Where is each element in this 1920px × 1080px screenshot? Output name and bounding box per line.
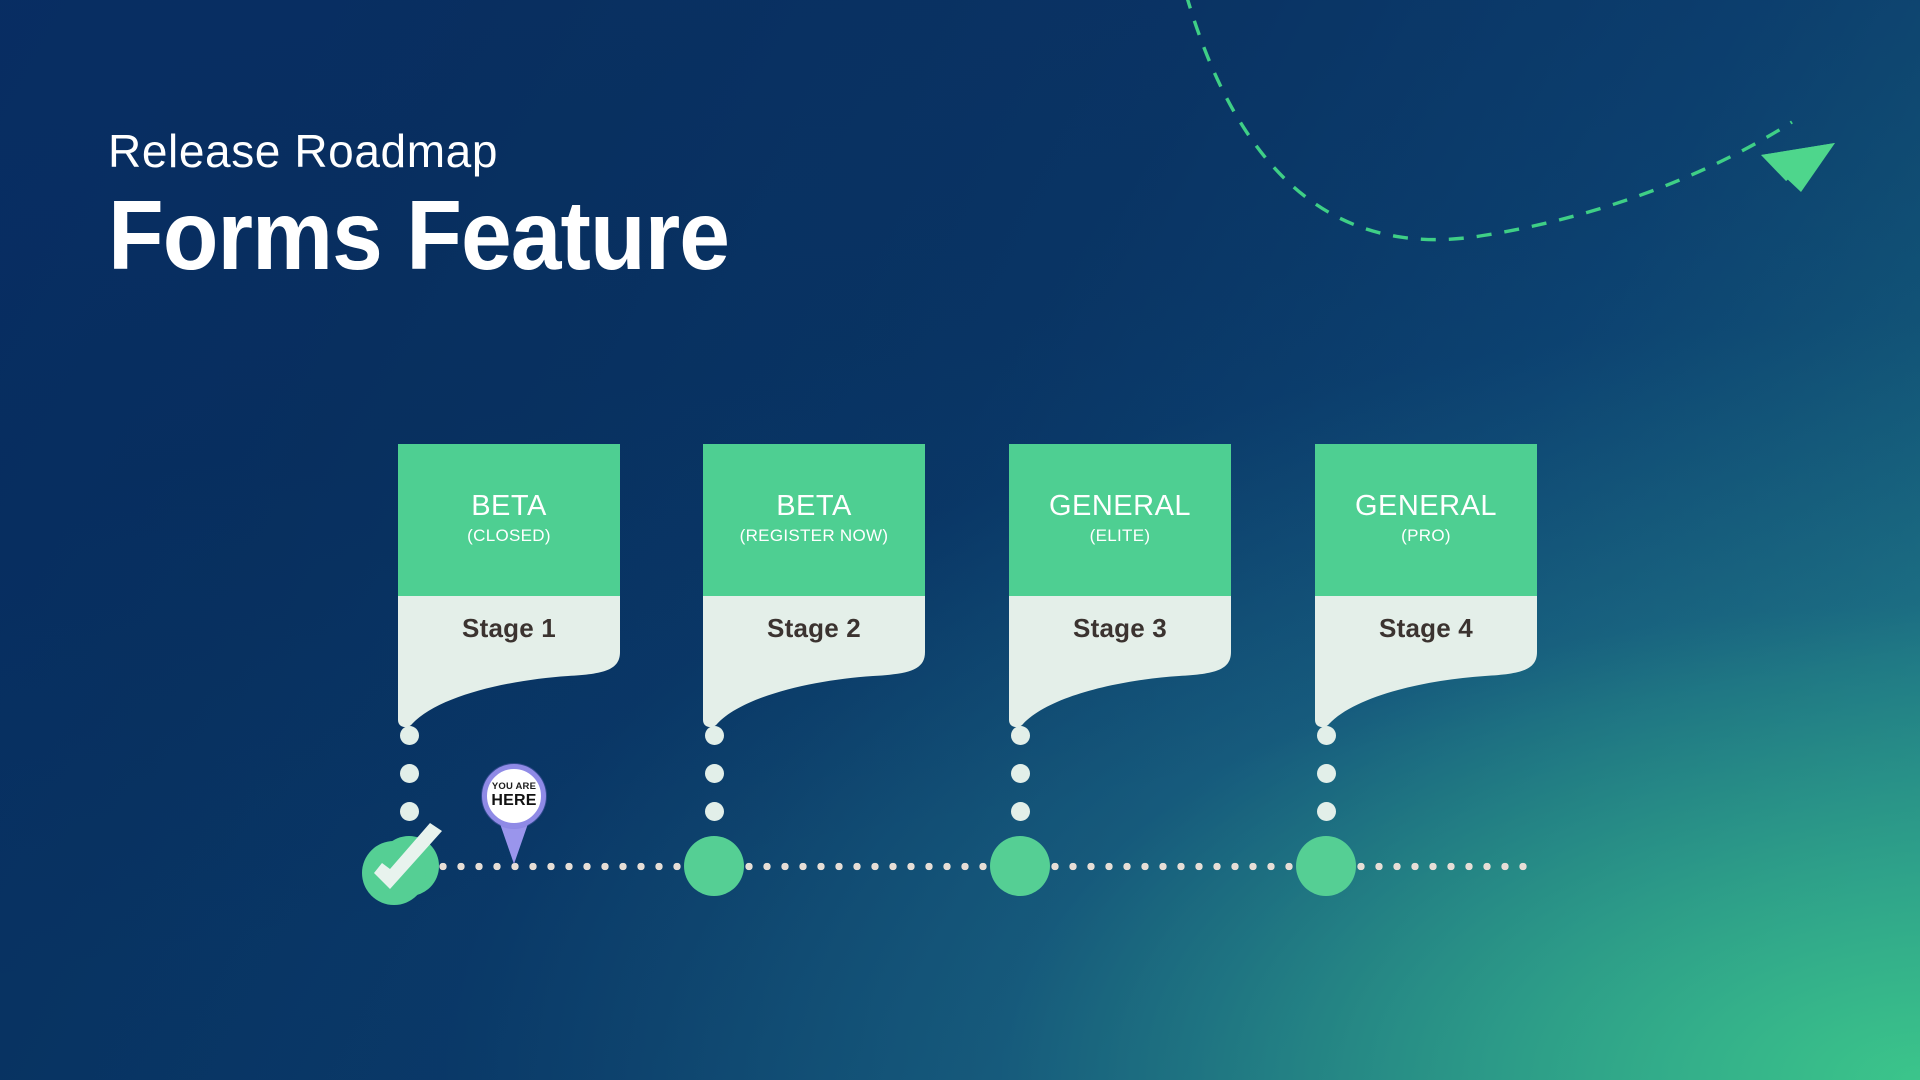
stage-card-subtitle: (REGISTER NOW) bbox=[739, 525, 889, 545]
page-title: Forms Feature bbox=[108, 180, 730, 290]
card-ribbon-shape bbox=[1009, 596, 1231, 728]
stage-card-4[interactable]: GENERAL(PRO) Stage 4 bbox=[1315, 444, 1537, 728]
page-header: Release Roadmap Forms Feature bbox=[108, 128, 776, 286]
pin-bubble: YOU ARE HERE bbox=[482, 764, 546, 828]
stage-card-1[interactable]: BETA(CLOSED) Stage 1 bbox=[398, 444, 620, 728]
stage-card-title: GENERAL bbox=[1354, 490, 1498, 523]
pin-label-bottom: HERE bbox=[491, 791, 537, 809]
stage-card-label: Stage 2 bbox=[767, 613, 861, 643]
timeline-track bbox=[398, 862, 1532, 871]
card-ribbon-shape bbox=[1315, 596, 1537, 728]
stage-card-2[interactable]: BETA(REGISTER NOW) Stage 2 bbox=[703, 444, 925, 728]
stage-card-subtitle: (CLOSED) bbox=[467, 525, 551, 545]
stage-connector-dots-2 bbox=[705, 726, 724, 840]
stage-card-title: BETA bbox=[471, 490, 547, 523]
stage-card-header: GENERAL(ELITE) bbox=[1009, 444, 1231, 596]
card-ribbon-shape bbox=[703, 596, 925, 728]
stage-card-label: Stage 1 bbox=[462, 613, 556, 643]
timeline-node-3[interactable] bbox=[990, 836, 1050, 896]
stage-connector-dots-3 bbox=[1011, 726, 1030, 840]
stage-card-title: BETA bbox=[776, 490, 852, 523]
you-are-here-pin[interactable]: YOU ARE HERE bbox=[482, 764, 546, 864]
stage-card-body: Stage 3 bbox=[1009, 596, 1231, 728]
stage-card-header: GENERAL(PRO) bbox=[1315, 444, 1537, 596]
stage-card-body: Stage 4 bbox=[1315, 596, 1537, 728]
pin-label-top: YOU ARE bbox=[491, 781, 537, 793]
stage-connector-dots-4 bbox=[1317, 726, 1336, 840]
card-ribbon-shape bbox=[398, 596, 620, 728]
stage-card-label: Stage 3 bbox=[1073, 613, 1167, 643]
stage-card-subtitle: (ELITE) bbox=[1089, 525, 1151, 545]
stage-card-header: BETA(CLOSED) bbox=[398, 444, 620, 596]
timeline-node-4[interactable] bbox=[1296, 836, 1356, 896]
stage-card-title: GENERAL bbox=[1048, 490, 1192, 523]
stage-card-header: BETA(REGISTER NOW) bbox=[703, 444, 925, 596]
stage-connector-dots-1 bbox=[400, 726, 419, 840]
timeline-node-2[interactable] bbox=[684, 836, 744, 896]
check-icon bbox=[362, 823, 442, 905]
page-eyebrow: Release Roadmap bbox=[108, 125, 499, 177]
stage-card-label: Stage 4 bbox=[1379, 613, 1473, 643]
stage-card-body: Stage 2 bbox=[703, 596, 925, 728]
stage-card-3[interactable]: GENERAL(ELITE) Stage 3 bbox=[1009, 444, 1231, 728]
stage-card-body: Stage 1 bbox=[398, 596, 620, 728]
stage-card-subtitle: (PRO) bbox=[1401, 525, 1451, 545]
